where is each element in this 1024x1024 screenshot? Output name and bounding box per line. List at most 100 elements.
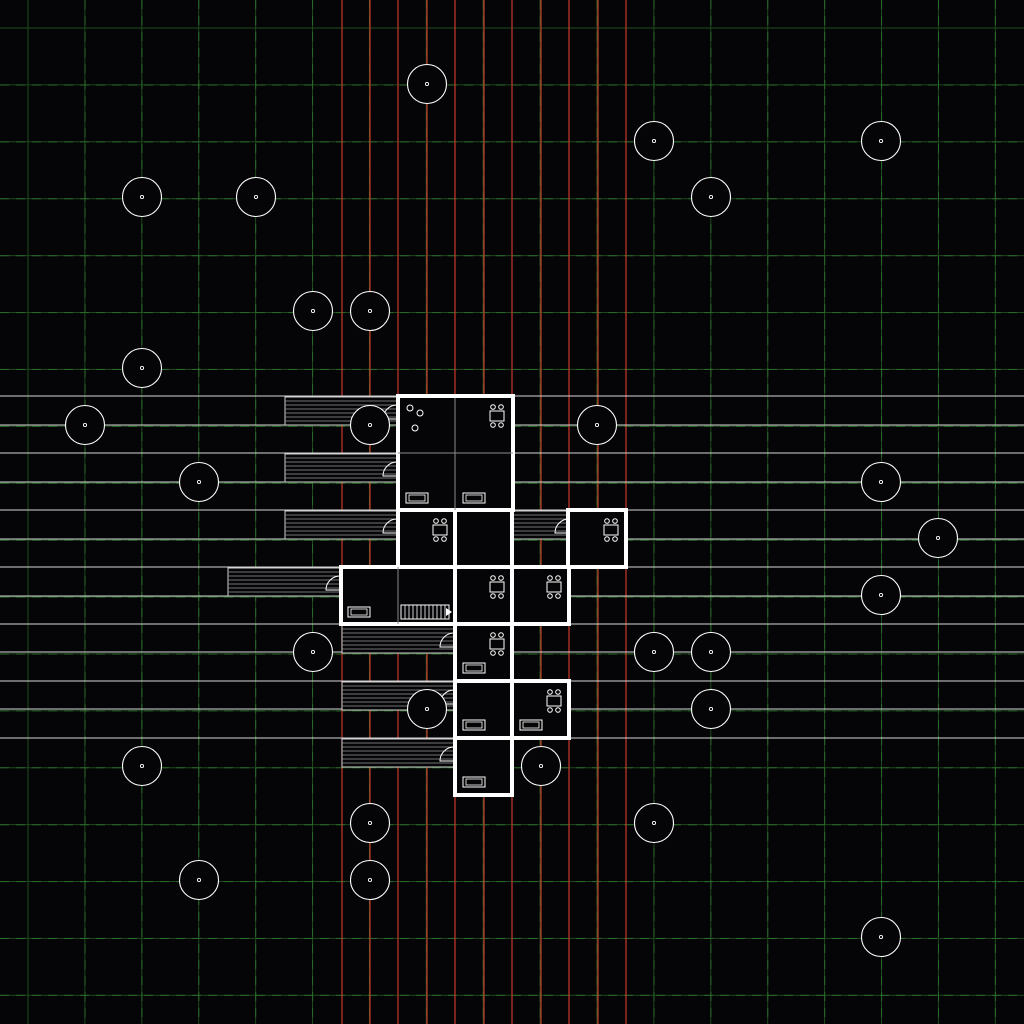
tree-icon (349, 859, 391, 901)
table-icon (603, 518, 619, 542)
tree-canopy (349, 859, 391, 901)
tree-trunk (424, 81, 430, 87)
tree-trunk (196, 479, 202, 485)
chair (555, 689, 561, 695)
sofa-seat (465, 494, 483, 502)
tree-canopy (349, 802, 391, 844)
stool-icon (416, 409, 424, 417)
chair (490, 593, 496, 599)
sofa-seat (350, 608, 368, 616)
door-swing-icon (439, 746, 455, 762)
sofa-icon (405, 492, 429, 504)
tree-canopy (178, 859, 220, 901)
chair (490, 422, 496, 428)
tree-icon (633, 802, 675, 844)
deck-outline (341, 624, 455, 654)
tree-icon (520, 745, 562, 787)
sofa-body (462, 492, 486, 504)
sofa-icon (462, 662, 486, 674)
table-top (546, 695, 562, 707)
tree-trunk (310, 649, 316, 655)
sofa-icon (462, 719, 486, 731)
tree-trunk (878, 934, 884, 940)
tree-icon (349, 290, 391, 332)
tree-canopy (576, 404, 618, 446)
chair (547, 689, 553, 695)
chair (490, 650, 496, 656)
table-top (489, 410, 505, 422)
tree-canopy (349, 290, 391, 332)
tree-trunk (538, 763, 544, 769)
tree-canopy (520, 745, 562, 787)
door-swing-icon (325, 575, 341, 591)
tree-icon (860, 916, 902, 958)
tree-icon (406, 688, 448, 730)
building-modules (339, 394, 628, 797)
stool-icon (406, 404, 414, 412)
tree-canopy (178, 461, 220, 503)
table-icon (546, 575, 562, 599)
tree-trunk (594, 422, 600, 428)
chair (498, 650, 504, 656)
tree-trunk (367, 820, 373, 826)
chair (498, 593, 504, 599)
tree-icon (406, 63, 448, 105)
table-top (603, 524, 619, 536)
tree-canopy (235, 176, 277, 218)
tree-canopy (917, 517, 959, 559)
tree-trunk (196, 877, 202, 883)
tree-canopy (633, 120, 675, 162)
deck-terrace (284, 453, 398, 483)
building-module (453, 508, 514, 569)
table-top (546, 581, 562, 593)
chair (555, 593, 561, 599)
tree-trunk (139, 194, 145, 200)
building-module (453, 679, 514, 740)
sofa-icon (519, 719, 543, 731)
tree-trunk (139, 763, 145, 769)
sofa-seat (465, 778, 483, 786)
sofa-body (405, 492, 429, 504)
table-icon (489, 404, 505, 428)
chair (441, 536, 447, 542)
tree-trunk (253, 194, 259, 200)
tree-icon (576, 404, 618, 446)
tree-trunk (651, 138, 657, 144)
table-top (489, 581, 505, 593)
tree-trunk (367, 877, 373, 883)
chair (490, 632, 496, 638)
door-swing-icon (382, 518, 398, 534)
tree-symbols (64, 63, 959, 958)
tree-trunk (651, 820, 657, 826)
tree-trunk (651, 649, 657, 655)
tree-canopy (860, 574, 902, 616)
tree-icon (121, 176, 163, 218)
table-icon (432, 518, 448, 542)
tree-canopy (406, 688, 448, 730)
chair (604, 536, 610, 542)
tree-trunk (935, 535, 941, 541)
tree-trunk (310, 308, 316, 314)
tree-icon (690, 688, 732, 730)
tree-icon (917, 517, 959, 559)
chair (498, 422, 504, 428)
sofa-seat (522, 721, 540, 729)
chair (433, 518, 439, 524)
tree-trunk (139, 365, 145, 371)
sofa-body (462, 719, 486, 731)
tree-trunk (367, 308, 373, 314)
chair (604, 518, 610, 524)
tree-trunk (424, 706, 430, 712)
sofa-icon (462, 492, 486, 504)
tree-canopy (690, 688, 732, 730)
table-icon (489, 632, 505, 656)
tree-icon (121, 745, 163, 787)
tree-canopy (633, 802, 675, 844)
stair-icon (400, 604, 452, 620)
chair (612, 518, 618, 524)
tree-trunk (708, 194, 714, 200)
tree-canopy (121, 176, 163, 218)
stool-icon (411, 424, 419, 432)
sofa-body (462, 662, 486, 674)
